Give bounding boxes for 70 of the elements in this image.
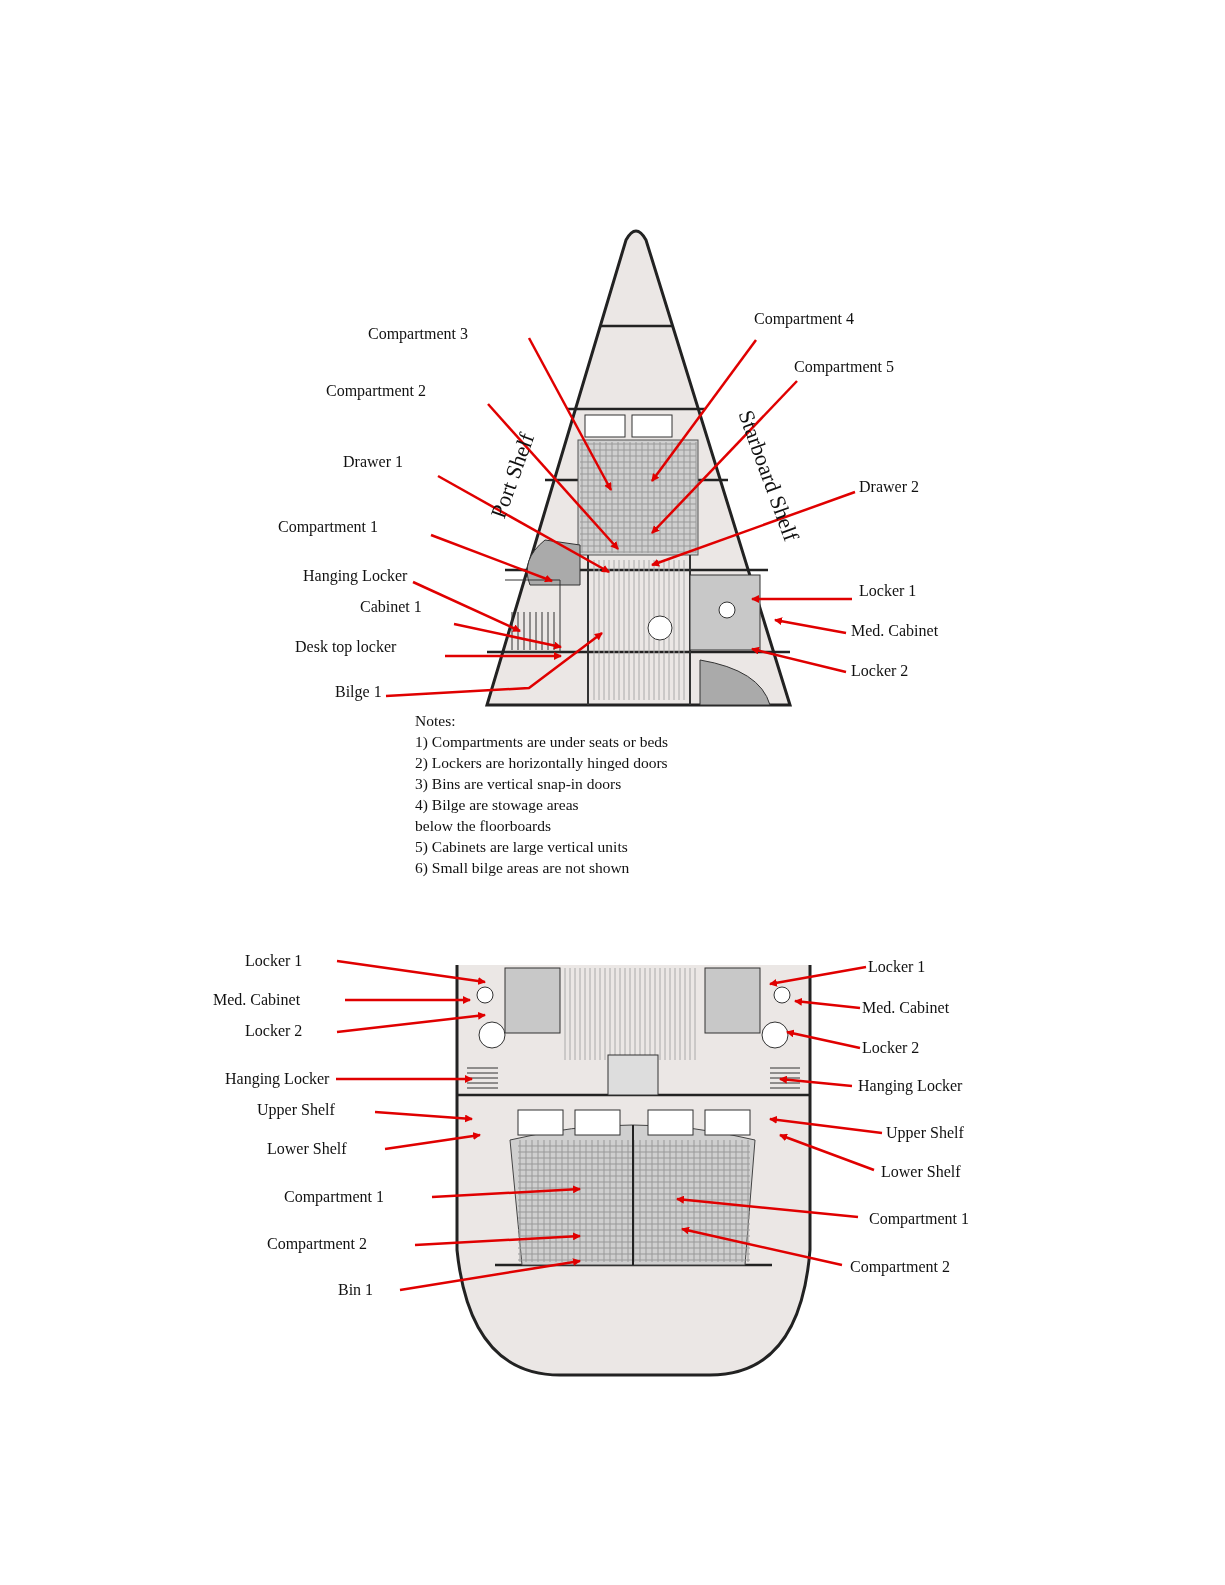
note-text: 5) Cabinets are large vertical units: [415, 837, 628, 857]
leader-line: [651, 339, 757, 482]
callout-label: Compartment 2: [267, 1235, 367, 1253]
callout-label: Cabinet 1: [360, 598, 422, 616]
callout-label: Compartment 5: [794, 358, 894, 376]
leader-line: [412, 580, 521, 633]
callout-label: Locker 2: [245, 1022, 303, 1040]
leader-line: [345, 996, 471, 1004]
shelf-label: Port Shelf: [487, 430, 538, 521]
notes-heading: Notes:: [415, 711, 456, 731]
callout-label: Locker 2: [862, 1039, 920, 1057]
leader-line: [399, 1258, 581, 1292]
leader-line: [431, 1185, 581, 1199]
leader-line: [769, 1115, 883, 1135]
callout-label: Compartment 3: [368, 325, 468, 343]
callout-label: Compartment 4: [754, 310, 854, 328]
note-text: 6) Small bilge areas are not shown: [415, 858, 630, 878]
leader-line: [414, 1232, 581, 1247]
note-text: 1) Compartments are under seats or beds: [415, 732, 669, 752]
note-text: 2) Lockers are horizontally hinged doors: [415, 753, 668, 773]
leader-line: [751, 595, 852, 603]
callout-label: Locker 1: [245, 952, 303, 970]
callout-label: Locker 1: [859, 582, 917, 600]
leader-line: [779, 1133, 875, 1172]
callout-label: Compartment 1: [284, 1188, 384, 1206]
callout-label: Locker 1: [868, 958, 926, 976]
leader-line: [786, 1029, 861, 1050]
callout-label: Med. Cabinet: [862, 999, 950, 1017]
leader-line: [385, 632, 603, 698]
callout-label: Bilge 1: [335, 683, 382, 701]
callout-label: Hanging Locker: [858, 1077, 963, 1095]
leader-line: [769, 965, 867, 987]
note-text: 4) Bilge are stowage areas below the floorboards: [415, 795, 580, 836]
leader-line: [487, 403, 619, 550]
leader-line: [437, 474, 610, 574]
leader-line: [681, 1226, 843, 1267]
callout-label: Hanging Locker: [303, 567, 408, 585]
callout-label: Compartment 2: [850, 1258, 950, 1276]
leader-line: [651, 490, 856, 567]
callout-label: Compartment 1: [869, 1210, 969, 1228]
callout-label: Desk top locker: [295, 638, 397, 656]
leader-line: [384, 1132, 481, 1151]
callout-label: Lower Shelf: [881, 1163, 961, 1181]
callout-label: Drawer 1: [343, 453, 403, 471]
leader-line: [445, 652, 562, 660]
callout-label: Med. Cabinet: [851, 622, 939, 640]
leader-line: [651, 380, 798, 534]
leader-line: [430, 533, 553, 583]
leader-line: [336, 959, 486, 985]
callout-label: Lower Shelf: [267, 1140, 347, 1158]
leader-line: [794, 997, 861, 1010]
callout-label: Locker 2: [851, 662, 909, 680]
callout-label: Compartment 1: [278, 518, 378, 536]
leader-line: [774, 617, 847, 635]
leader-line: [779, 1075, 853, 1088]
callout-label: Upper Shelf: [257, 1101, 335, 1119]
leader-line: [374, 1110, 473, 1123]
leader-line: [453, 622, 562, 650]
callout-label: Compartment 2: [326, 382, 426, 400]
callout-label: Bin 1: [338, 1281, 374, 1299]
callout-label: Hanging Locker: [225, 1070, 330, 1088]
leader-line: [527, 337, 613, 491]
callout-label: Drawer 2: [859, 478, 919, 496]
callout-label: Upper Shelf: [886, 1124, 964, 1142]
leader-line: [751, 646, 847, 674]
note-text: 3) Bins are vertical snap-in doors: [415, 774, 622, 794]
leader-line: [676, 1195, 859, 1219]
leader-line: [336, 1075, 473, 1083]
leader-line: [336, 1011, 486, 1034]
callout-label: Med. Cabinet: [213, 991, 301, 1009]
